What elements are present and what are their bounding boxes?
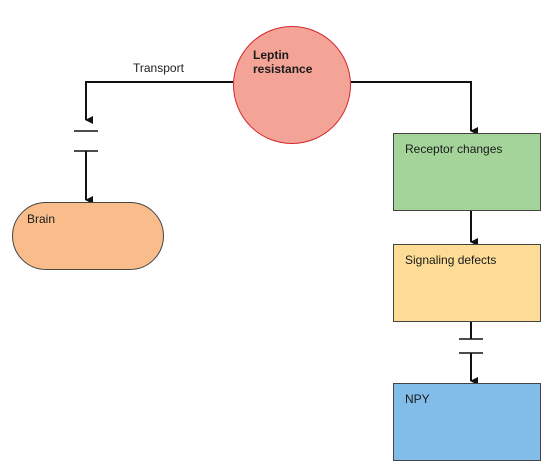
- signaling-defects-node: Signaling defects: [393, 244, 541, 322]
- leptin-resistance-line2: resistance: [253, 62, 313, 76]
- signaling-defects-label: Signaling defects: [405, 253, 497, 267]
- npy-node: NPY: [393, 383, 541, 461]
- connector-transport: [85, 81, 233, 124]
- receptor-changes-label: Receptor changes: [405, 142, 503, 156]
- brain-label: Brain: [27, 212, 56, 226]
- receptor-changes-node: Receptor changes: [393, 133, 541, 211]
- leptin-resistance-node: Leptin resistance: [233, 26, 351, 144]
- npy-label: NPY: [405, 392, 430, 406]
- transport-label: Transport: [133, 61, 184, 75]
- leptin-resistance-label: Leptin resistance: [253, 48, 312, 76]
- brain-node: Brain: [12, 202, 164, 270]
- connector-to-receptor: [351, 81, 478, 135]
- leptin-resistance-line1: Leptin: [253, 48, 289, 62]
